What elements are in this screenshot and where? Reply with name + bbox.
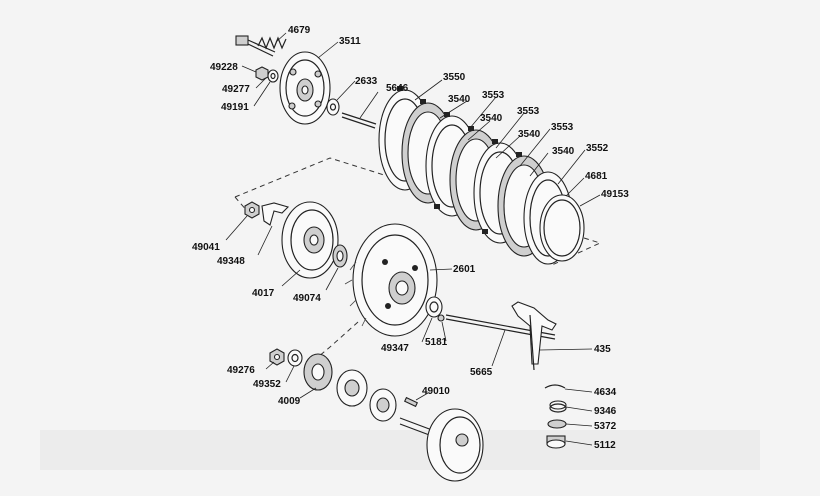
faded-footer-band (40, 430, 760, 470)
part-gear-wheel-b (369, 388, 397, 422)
part-9346-seal (549, 400, 567, 413)
label-5181: 5181 (425, 337, 448, 348)
part-gear-wheel-a (336, 369, 368, 407)
label-5372: 5372 (594, 421, 617, 432)
part-49191-washer (267, 69, 279, 83)
label-49276: 49276 (227, 365, 255, 376)
part-2601-clutch-basket (344, 223, 438, 337)
part-3511-pressure-plate (279, 51, 331, 125)
label-3553-c: 3553 (551, 122, 574, 133)
label-4009: 4009 (278, 396, 301, 407)
label-9346: 9346 (594, 406, 617, 417)
part-crankshaft (399, 408, 484, 482)
label-5646: 5646 (386, 83, 409, 94)
label-3540-c: 3540 (518, 129, 541, 140)
label-3540-a: 3540 (448, 94, 471, 105)
label-49041: 49041 (192, 242, 220, 253)
assembly-guide-lower (311, 321, 359, 363)
part-2633-washer (326, 98, 340, 116)
label-3552: 3552 (586, 143, 609, 154)
label-3553-a: 3553 (482, 90, 505, 101)
label-49228: 49228 (210, 62, 238, 73)
part-4634-clip (544, 384, 566, 389)
label-3553-b: 3553 (517, 106, 540, 117)
part-49228-bolt (235, 35, 276, 57)
label-49347: 49347 (381, 343, 409, 354)
label-3540-b: 3540 (480, 113, 503, 124)
label-2601: 2601 (453, 264, 476, 275)
label-49352: 49352 (253, 379, 281, 390)
label-3550: 3550 (443, 72, 466, 83)
label-49191: 49191 (221, 102, 249, 113)
part-49041-nut (244, 201, 260, 219)
part-49010-key (403, 396, 419, 408)
part-5372-ring (547, 419, 567, 429)
part-4679-spring (257, 36, 287, 50)
label-3511: 3511 (339, 36, 361, 47)
label-2633: 2633 (355, 76, 378, 87)
part-49074-spacer (332, 244, 348, 268)
part-4009-primary-gear (303, 353, 333, 391)
clutch-plate-stack (378, 86, 585, 265)
label-49010: 49010 (422, 386, 450, 397)
part-49276-nut (269, 348, 285, 366)
part-49347-washer (425, 296, 443, 318)
part-49352-washer (287, 349, 303, 367)
label-4681: 4681 (585, 171, 608, 182)
label-5665: 5665 (470, 367, 493, 378)
label-4634: 4634 (594, 387, 617, 398)
part-labels: 4679 3511 49228 49277 49191 2633 5646 35… (192, 25, 629, 451)
label-4017: 4017 (252, 288, 275, 299)
label-4679: 4679 (288, 25, 311, 36)
part-49348-lockwasher (261, 202, 290, 226)
label-49074: 49074 (293, 293, 321, 304)
label-49277: 49277 (222, 84, 250, 95)
part-4017-clutch-hub (281, 201, 339, 279)
label-435: 435 (594, 344, 611, 355)
part-5646-pushrod (341, 112, 377, 129)
part-435-release-lever (511, 301, 557, 371)
part-5112-bearing (546, 435, 566, 449)
label-3540-d: 3540 (552, 146, 575, 157)
part-5181-ball (437, 314, 445, 322)
label-49348: 49348 (217, 256, 245, 267)
assembly-guide-left (234, 196, 249, 213)
label-49153: 49153 (601, 189, 629, 200)
leader-lines (225, 32, 601, 446)
part-49277-nut (255, 66, 269, 81)
label-5112: 5112 (594, 440, 616, 451)
